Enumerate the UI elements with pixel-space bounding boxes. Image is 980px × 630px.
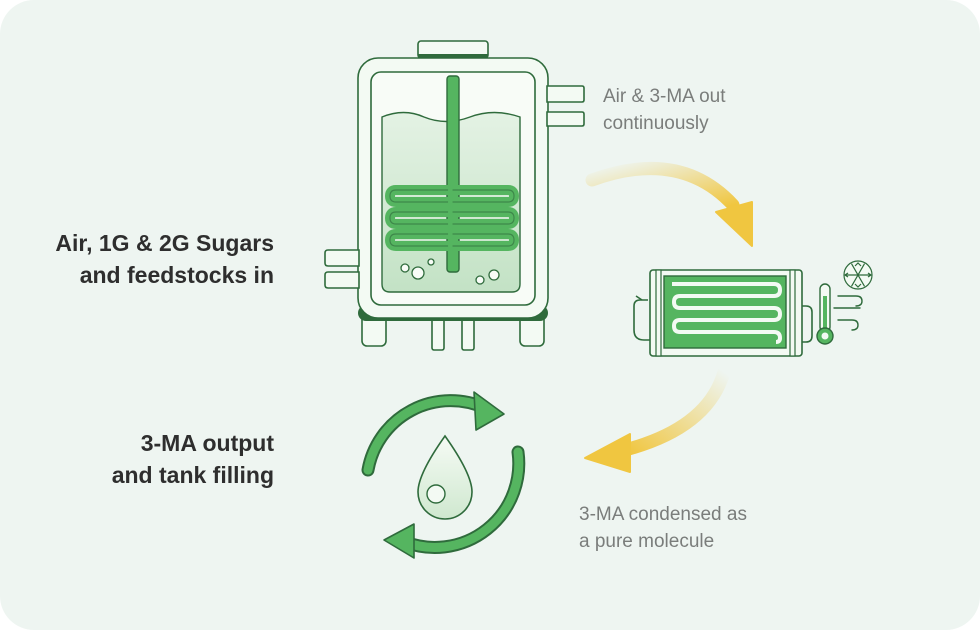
bioreactor-tank-icon <box>324 40 585 351</box>
droplet-icon <box>417 434 473 520</box>
snowflake-icon <box>843 260 873 290</box>
recycle-arrows-icon <box>361 391 526 559</box>
input-label: Air, 1G & 2G Sugars and feedstocks in <box>40 227 274 291</box>
input-label-line1: Air, 1G & 2G Sugars <box>55 230 274 256</box>
flow-arrow-to-condenser <box>585 162 753 247</box>
output-label-line2: and tank filling <box>111 462 274 488</box>
exhaust-label: Air & 3-MA out continuously <box>603 83 823 137</box>
flow-arrow-to-output <box>584 365 731 473</box>
condensed-label-line2: a pure molecule <box>579 531 715 552</box>
condensed-label: 3-MA condensed as a pure molecule <box>579 501 819 555</box>
exhaust-label-line2: continuously <box>603 113 709 134</box>
exhaust-label-line1: Air & 3-MA out <box>603 86 726 107</box>
condensed-label-line1: 3-MA condensed as <box>579 504 747 525</box>
wind-icon <box>833 295 863 331</box>
output-label-line1: 3-MA output <box>140 430 274 456</box>
input-label-line2: and feedstocks in <box>79 262 274 288</box>
output-label: 3-MA output and tank filling <box>40 427 274 491</box>
condenser-icon <box>633 269 813 357</box>
thermometer-icon <box>816 283 834 345</box>
